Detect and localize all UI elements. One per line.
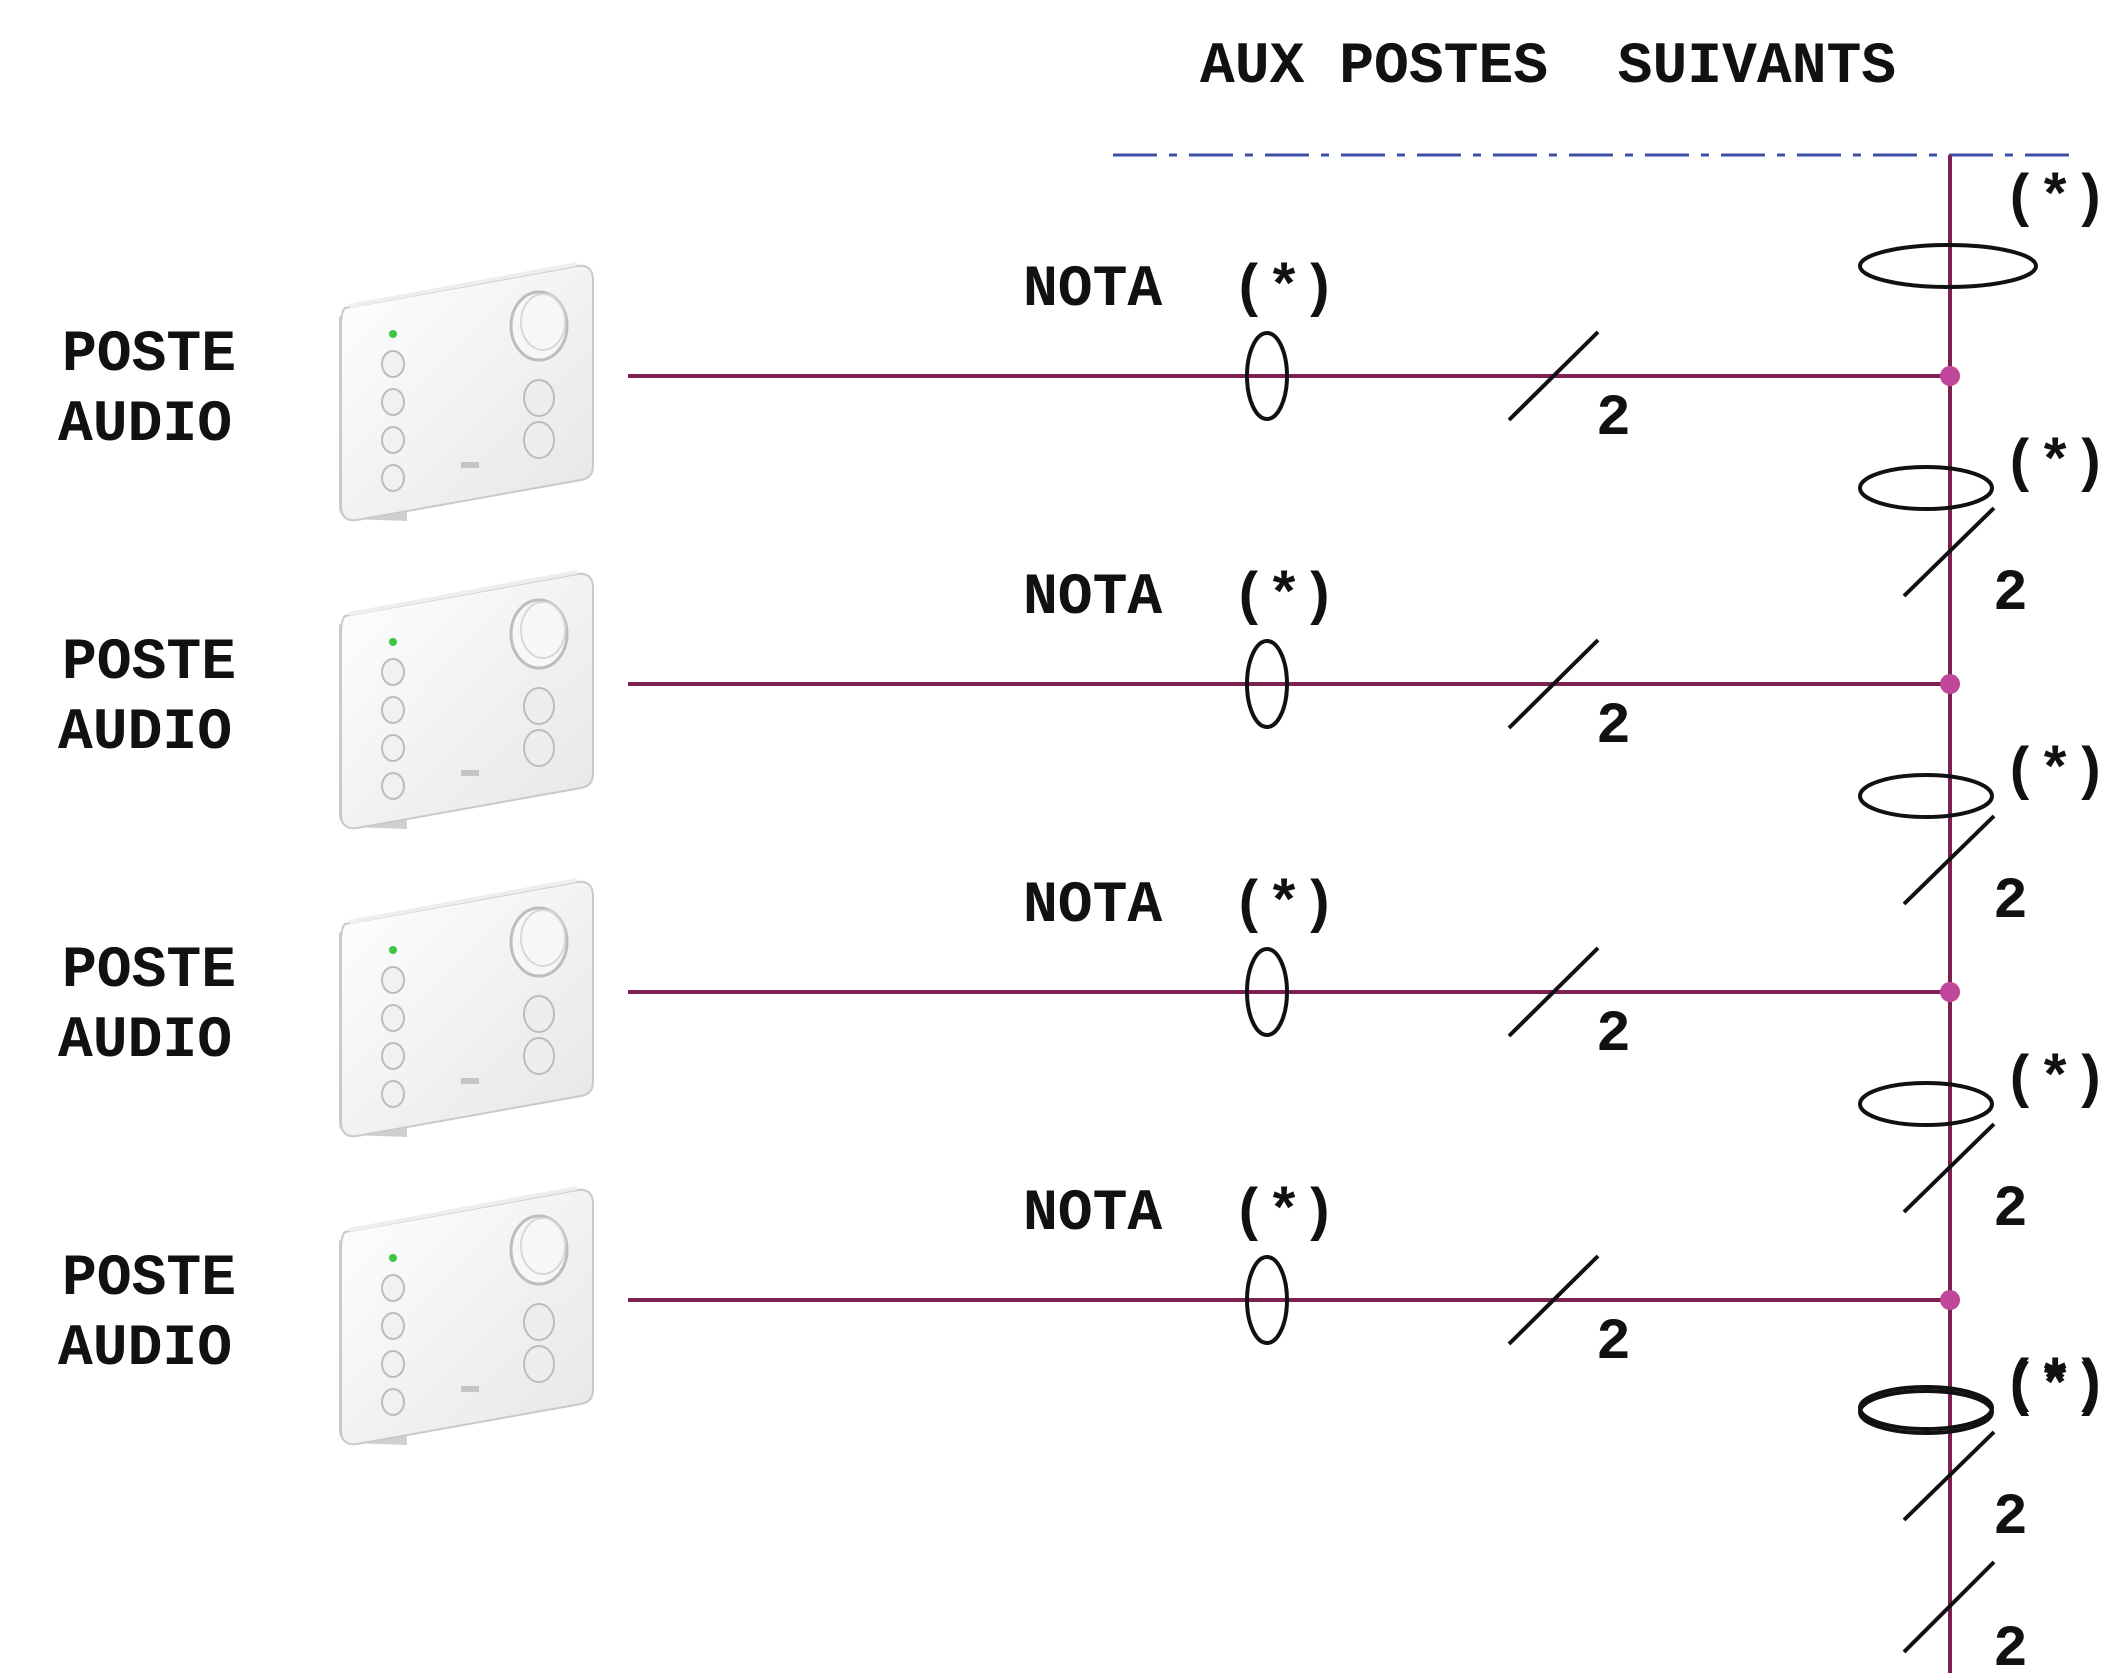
bus-cable-ellipse-icon (1858, 1385, 1994, 1431)
junction-dot (1940, 1290, 1960, 1310)
junction-dot (1940, 674, 1960, 694)
station-label-line1: POSTE (62, 323, 236, 388)
junction-dot (1940, 366, 1960, 386)
slash-mark-icon (1902, 814, 1996, 906)
audio-intercom-unit-icon (337, 262, 595, 523)
slash-mark-icon (1507, 638, 1600, 730)
slash-mark-icon (1507, 946, 1600, 1038)
cable-ellipse-icon (1245, 639, 1289, 729)
bus-mark: (*) (2003, 1049, 2107, 1114)
bus-mark: (*) (2003, 741, 2107, 806)
bus-mark: (*) (2003, 433, 2107, 498)
audio-intercom-unit-icon (337, 878, 595, 1139)
bus-bottom-count: 2 (1993, 1618, 2028, 1673)
bus-count: 2 (1993, 870, 2028, 935)
cable-ellipse-icon (1245, 331, 1289, 421)
station-label-line2: AUDIO (58, 701, 232, 766)
bus-cable-ellipse-icon (1858, 1081, 1994, 1127)
station-note: NOTA (*) (1023, 566, 1336, 631)
wire-count: 2 (1596, 695, 1631, 760)
slash-mark-icon (1902, 1430, 1996, 1522)
bus-count: 2 (1993, 1178, 2028, 1243)
bus-count: 2 (1993, 1486, 2028, 1551)
wire-count: 2 (1596, 1003, 1631, 1068)
slash-mark-icon (1902, 1560, 1996, 1654)
junction-dot (1940, 982, 1960, 1002)
slash-mark-icon (1507, 1254, 1600, 1346)
station-label-line1: POSTE (62, 631, 236, 696)
header-title: AUX POSTES SUIVANTS (1200, 35, 1896, 100)
station-label-line1: POSTE (62, 939, 236, 1004)
bus-bottom-mark: (*) (2003, 1353, 2107, 1418)
station-label-line1: POSTE (62, 1247, 236, 1312)
bus-cable-ellipse-icon (1858, 243, 2038, 289)
slash-mark-icon (1507, 330, 1600, 422)
station-note: NOTA (*) (1023, 874, 1336, 939)
audio-intercom-unit-icon (337, 1186, 595, 1447)
cable-ellipse-icon (1245, 1255, 1289, 1345)
station-label-line2: AUDIO (58, 1317, 232, 1382)
bus-cable-ellipse-icon (1858, 1389, 1994, 1435)
bus-count: 2 (1993, 562, 2028, 627)
wire-count: 2 (1596, 1311, 1631, 1376)
bus-mark: (*) (2003, 1357, 2107, 1422)
bus-bottom-marker: (*) 2 (1858, 1353, 2107, 1673)
slash-mark-icon (1902, 1122, 1996, 1214)
station-note: NOTA (*) (1023, 258, 1336, 323)
bus-cable-ellipse-icon (1858, 773, 1994, 819)
cable-ellipse-icon (1245, 947, 1289, 1037)
station-note: NOTA (*) (1023, 1182, 1336, 1247)
station-label-line2: AUDIO (58, 393, 232, 458)
bus-top-mark: (*) (2003, 168, 2107, 233)
wire-count: 2 (1596, 387, 1631, 452)
slash-mark-icon (1902, 506, 1996, 598)
bus-cable-ellipse-icon (1858, 465, 1994, 511)
station-label-line2: AUDIO (58, 1009, 232, 1074)
audio-intercom-unit-icon (337, 570, 595, 831)
